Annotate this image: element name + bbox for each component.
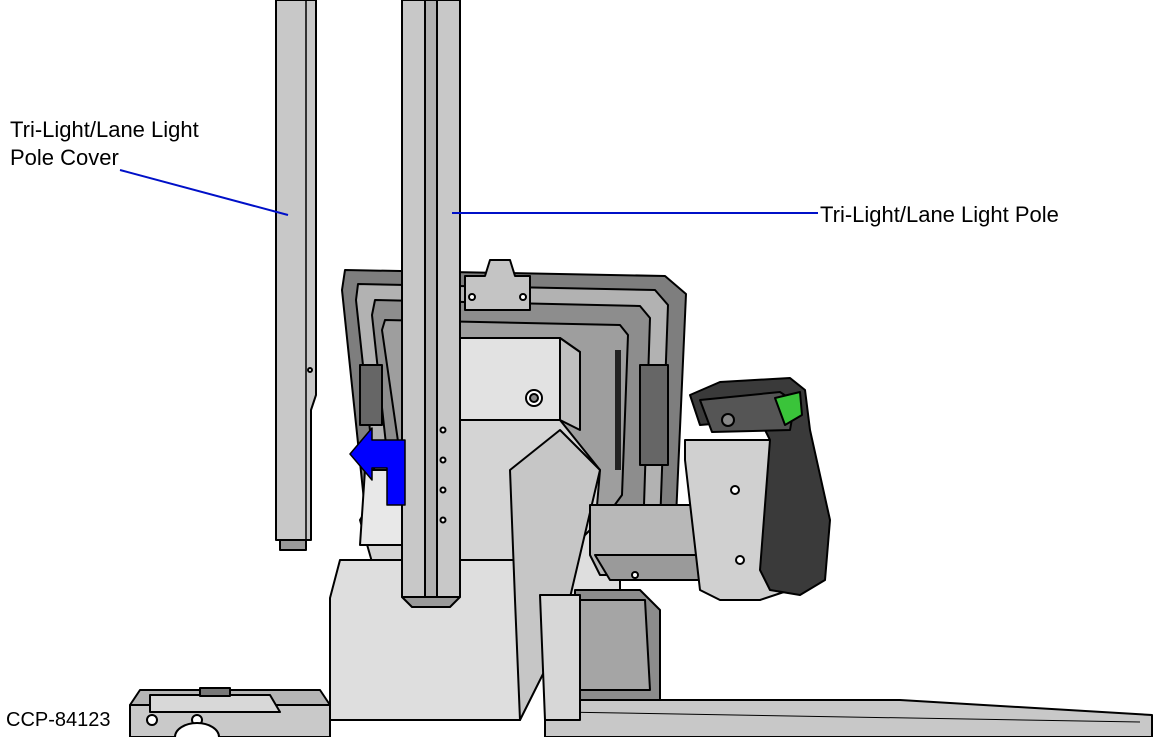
pole-cover [275,0,317,551]
pole-cover-label-line2: Pole Cover [10,145,119,170]
pole-cover-label-line1: Tri-Light/Lane Light [10,117,199,142]
lane-light-pole [401,0,461,608]
base-unit [539,589,661,721]
pole-label: Tri-Light/Lane Light Pole [820,202,1059,227]
pole-cover-leader [119,169,289,216]
arrow-up-left-icon [349,427,406,506]
base-plate [129,687,1153,737]
figure-code: CCP-84123 [6,709,111,731]
handheld-scanner [689,377,831,596]
